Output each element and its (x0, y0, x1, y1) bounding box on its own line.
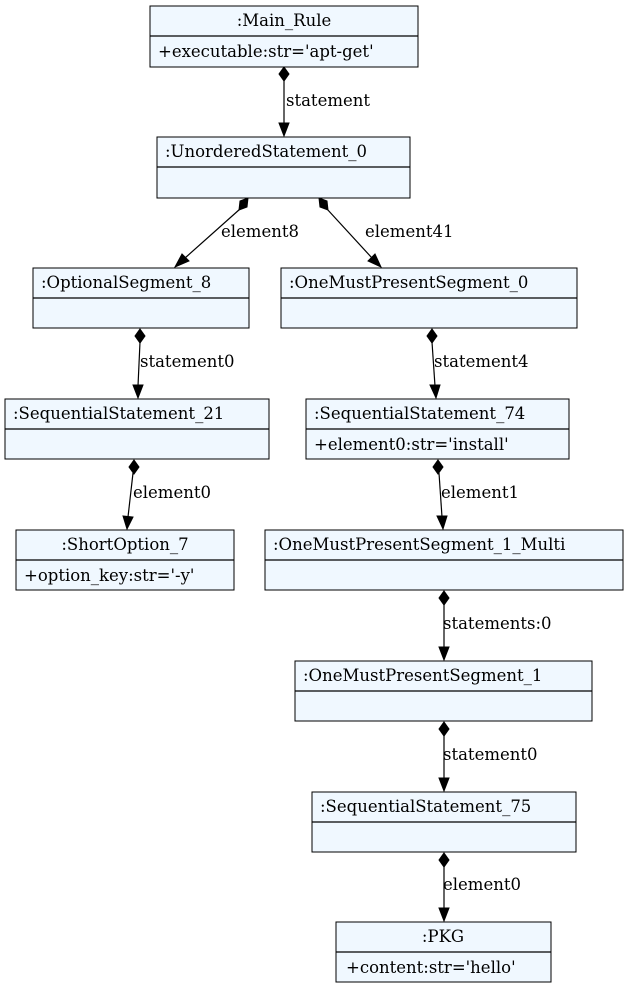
edge-main-rule-to-unordered-statement: statement (278, 66, 370, 138)
edge-sequential-statement-75-to-pkg: element0 (438, 852, 521, 923)
node-sequential-statement-74[interactable]: :SequentialStatement_74 +element0:str='i… (305, 398, 570, 460)
node-title: :OneMustPresentSegment_0 (289, 273, 528, 292)
edge-label: statement4 (434, 352, 529, 371)
arrowhead-icon (367, 253, 383, 269)
node-title: :PKG (422, 927, 464, 946)
node-optional-segment-8[interactable]: :OptionalSegment_8 (32, 267, 250, 329)
node-attribute: +option_key:str='-y' (24, 566, 194, 585)
edges: statement element8 element41 statement0 (122, 66, 552, 923)
edge-label: statement (286, 91, 370, 110)
composition-diamond-icon (426, 328, 438, 344)
edge-label: element8 (221, 222, 299, 241)
edge-label: statement0 (443, 745, 538, 764)
composition-diamond-icon (134, 328, 146, 344)
arrowhead-icon (429, 384, 441, 400)
edge-one-must-present-segment-0-to-sequential-statement-74: statement4 (426, 328, 529, 400)
node-title: :UnorderedStatement_0 (165, 142, 367, 161)
node-title: :SequentialStatement_21 (13, 404, 224, 423)
node-sequential-statement-75[interactable]: :SequentialStatement_75 (311, 791, 577, 853)
node-title: :OneMustPresentSegment_1 (303, 666, 542, 685)
node-main-rule[interactable]: :Main_Rule +executable:str='apt-get' (149, 5, 419, 68)
node-title: :SequentialStatement_75 (320, 797, 531, 816)
composition-diamond-icon (278, 66, 290, 82)
node-title: :OneMustPresentSegment_1_Multi (273, 535, 565, 554)
node-title: :Main_Rule (237, 11, 332, 30)
edge-one-must-present-segment-1-to-sequential-statement-75: statement0 (438, 721, 538, 793)
edge-label: element1 (441, 483, 519, 502)
arrowhead-icon (122, 515, 134, 531)
arrowhead-icon (438, 907, 450, 923)
node-pkg[interactable]: :PKG +content:str='hello' (335, 921, 552, 983)
node-one-must-present-segment-1-multi[interactable]: :OneMustPresentSegment_1_Multi (264, 529, 624, 591)
composition-diamond-icon (438, 721, 450, 737)
arrowhead-icon (438, 777, 450, 793)
edge-label: statements:0 (443, 614, 552, 633)
node-sequential-statement-21[interactable]: :SequentialStatement_21 (4, 398, 270, 460)
node-unordered-statement-0[interactable]: :UnorderedStatement_0 (156, 136, 411, 199)
node-attribute: +element0:str='install' (314, 435, 509, 454)
composition-diamond-icon (128, 459, 140, 475)
node-one-must-present-segment-1[interactable]: :OneMustPresentSegment_1 (294, 660, 593, 722)
node-title: :ShortOption_7 (61, 535, 188, 554)
node-attribute: +content:str='hello' (346, 958, 516, 977)
composition-diamond-icon (432, 459, 444, 475)
arrowhead-icon (173, 253, 190, 269)
node-attribute: +executable:str='apt-get' (158, 42, 374, 61)
composition-diamond-icon (238, 197, 249, 211)
arrowhead-icon (132, 384, 144, 400)
composition-diamond-icon (438, 590, 450, 606)
edge-label: element0 (443, 875, 521, 894)
arrowhead-icon (278, 122, 290, 138)
edge-label: statement0 (140, 352, 235, 371)
arrowhead-icon (436, 515, 448, 531)
edge-sequential-statement-21-to-short-option-7: element0 (122, 459, 211, 531)
node-one-must-present-segment-0[interactable]: :OneMustPresentSegment_0 (280, 267, 578, 329)
edge-label: element0 (133, 483, 211, 502)
edge-one-must-present-segment-1-multi-to-one-must-present-segment-1: statements:0 (438, 590, 552, 662)
node-title: :SequentialStatement_74 (314, 404, 525, 423)
composition-diamond-icon (438, 852, 450, 868)
edge-unordered-statement-to-optional-segment-8: element8 (173, 197, 299, 269)
edge-optional-segment-8-to-sequential-statement-21: statement0 (132, 328, 235, 400)
nodes: :Main_Rule +executable:str='apt-get' :Un… (4, 5, 624, 983)
edge-sequential-statement-74-to-one-must-present-segment-1-multi: element1 (432, 459, 519, 531)
edge-label: element41 (365, 222, 453, 241)
arrowhead-icon (438, 646, 450, 662)
edge-unordered-statement-to-one-must-present-segment-0: element41 (318, 197, 453, 269)
node-short-option-7[interactable]: :ShortOption_7 +option_key:str='-y' (15, 529, 235, 591)
node-title: :OptionalSegment_8 (41, 273, 211, 292)
composition-diamond-icon (318, 197, 329, 211)
